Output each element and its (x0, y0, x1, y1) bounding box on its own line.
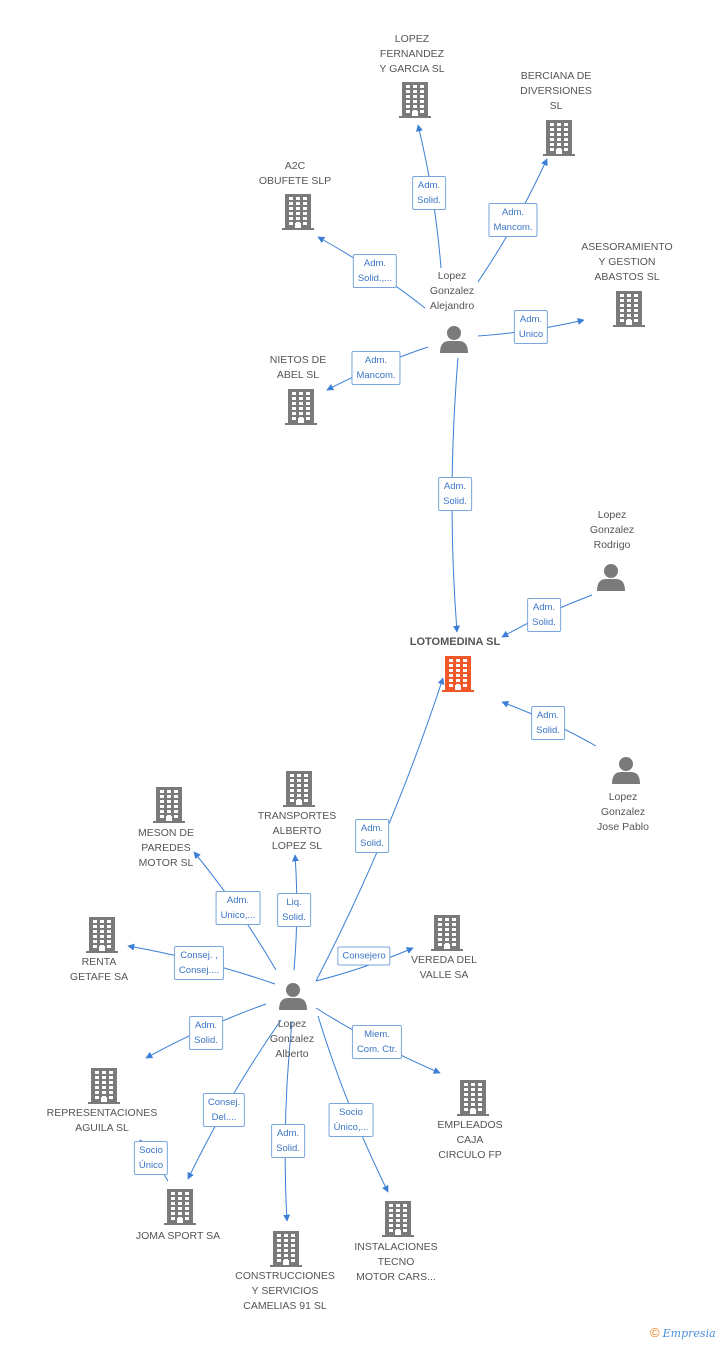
edge-label-transportes[interactable]: Liq. Solid. (277, 893, 311, 927)
lopez_gonzalez_alberto-person-icon[interactable] (279, 983, 307, 1010)
edge-label-joma[interactable]: Consej. Del.... (202, 1093, 246, 1127)
a2c-building-icon[interactable] (282, 194, 314, 230)
node-label-berciana[interactable]: BERCIANA DE DIVERSIONES SL (520, 69, 592, 112)
node-label-representaciones[interactable]: REPRESENTACIONES AGUILA SL (46, 1107, 158, 1134)
node-label-empleados[interactable]: EMPLEADOS CAJA CIRCULO FP (437, 1118, 503, 1161)
node-label-lopez_gonzalez_alejandro[interactable]: Lopez Gonzalez Alejandro (429, 269, 475, 312)
nietos_abel-building-icon[interactable] (285, 389, 317, 425)
edge-label-vereda[interactable]: Consejero (337, 946, 391, 966)
node-label-renta_getafe[interactable]: RENTA GETAFE SA (69, 956, 129, 983)
edge-label-berciana[interactable]: Adm. Mancom. (488, 203, 538, 237)
footer-brand: © Empresia (650, 1325, 716, 1340)
representaciones-building-icon[interactable] (88, 1068, 120, 1104)
renta_getafe-building-icon[interactable] (86, 917, 118, 953)
construcciones-building-icon[interactable] (270, 1231, 302, 1267)
node-label-instalaciones[interactable]: INSTALACIONES TECNO MOTOR CARS... (354, 1240, 438, 1283)
berciana-building-icon[interactable] (543, 120, 575, 156)
node-label-asesoramiento[interactable]: ASESORAMIENTO Y GESTION ABASTOS SL (581, 240, 673, 283)
edge-label-lotomedina[interactable]: Adm. Solid. (531, 706, 565, 740)
copyright-icon: © (650, 1325, 660, 1340)
empleados-building-icon[interactable] (457, 1080, 489, 1116)
node-label-vereda[interactable]: VEREDA DEL VALLE SA (411, 954, 477, 981)
node-label-construcciones[interactable]: CONSTRUCCIONES Y SERVICIOS CAMELIAS 91 S… (235, 1269, 335, 1312)
edge-label-meson[interactable]: Adm. Unico,... (215, 891, 261, 925)
edge-lopez_gonzalez_alberto-to-vereda (315, 947, 414, 982)
edge-label-a2c[interactable]: Adm. Solid.,... (352, 254, 398, 288)
edge-label-lopez_fernandez_garcia[interactable]: Adm. Solid. (412, 176, 446, 210)
edge-label-representaciones[interactable]: Adm. Solid. (189, 1016, 223, 1050)
node-label-a2c[interactable]: A2C OBUFETE SLP (258, 160, 332, 187)
node-label-meson[interactable]: MESON DE PAREDES MOTOR SL (137, 826, 194, 869)
lopez_gonzalez_jose_pablo-person-icon[interactable] (612, 757, 640, 784)
brand-name: Empresia (662, 1327, 716, 1340)
lopez_fernandez_garcia-building-icon[interactable] (399, 82, 431, 118)
instalaciones-building-icon[interactable] (382, 1201, 414, 1237)
meson-building-icon[interactable] (153, 787, 185, 823)
edge-label-asesoramiento[interactable]: Adm. Unico (513, 310, 549, 344)
edge-label-nietos_abel[interactable]: Adm. Mancom. (351, 351, 401, 385)
lopez_gonzalez_alejandro-person-icon[interactable] (440, 326, 468, 353)
edge-label-lotomedina[interactable]: Adm. Solid. (527, 598, 561, 632)
edge-label-instalaciones[interactable]: Socio Único,... (328, 1103, 374, 1137)
edge-label-construcciones[interactable]: Adm. Solid. (271, 1124, 305, 1158)
node-label-lopez_gonzalez_alberto[interactable]: Lopez Gonzalez Alberto (269, 1017, 315, 1060)
edge-label-empleados[interactable]: Miem. Com. Ctr. (351, 1025, 403, 1059)
edge-label-joma[interactable]: Socio Único (133, 1141, 169, 1175)
node-label-lopez_gonzalez_jose_pablo[interactable]: Lopez Gonzalez Jose Pablo (597, 790, 649, 833)
vereda-building-icon[interactable] (431, 915, 463, 951)
joma-building-icon[interactable] (164, 1189, 196, 1225)
edge-lopez_gonzalez_alberto-to-construcciones (283, 1021, 293, 1222)
lotomedina-building-icon[interactable] (442, 656, 474, 692)
asesoramiento-building-icon[interactable] (613, 291, 645, 327)
lopez_gonzalez_rodrigo-person-icon[interactable] (597, 564, 625, 591)
edge-label-lotomedina[interactable]: Adm. Solid. (438, 477, 472, 511)
node-label-nietos_abel[interactable]: NIETOS DE ABEL SL (269, 354, 327, 381)
node-label-lopez_gonzalez_rodrigo[interactable]: Lopez Gonzalez Rodrigo (589, 508, 635, 551)
node-label-lopez_fernandez_garcia[interactable]: LOPEZ FERNANDEZ Y GARCIA SL (379, 32, 445, 75)
node-label-lotomedina[interactable]: LOTOMEDINA SL (409, 635, 501, 648)
edge-label-lotomedina[interactable]: Adm. Solid. (355, 819, 389, 853)
edge-label-renta_getafe[interactable]: Consej. , Consej.... (173, 946, 225, 980)
node-label-transportes[interactable]: TRANSPORTES ALBERTO LOPEZ SL (257, 809, 337, 852)
node-label-joma[interactable]: JOMA SPORT SA (135, 1229, 221, 1242)
transportes-building-icon[interactable] (283, 771, 315, 807)
